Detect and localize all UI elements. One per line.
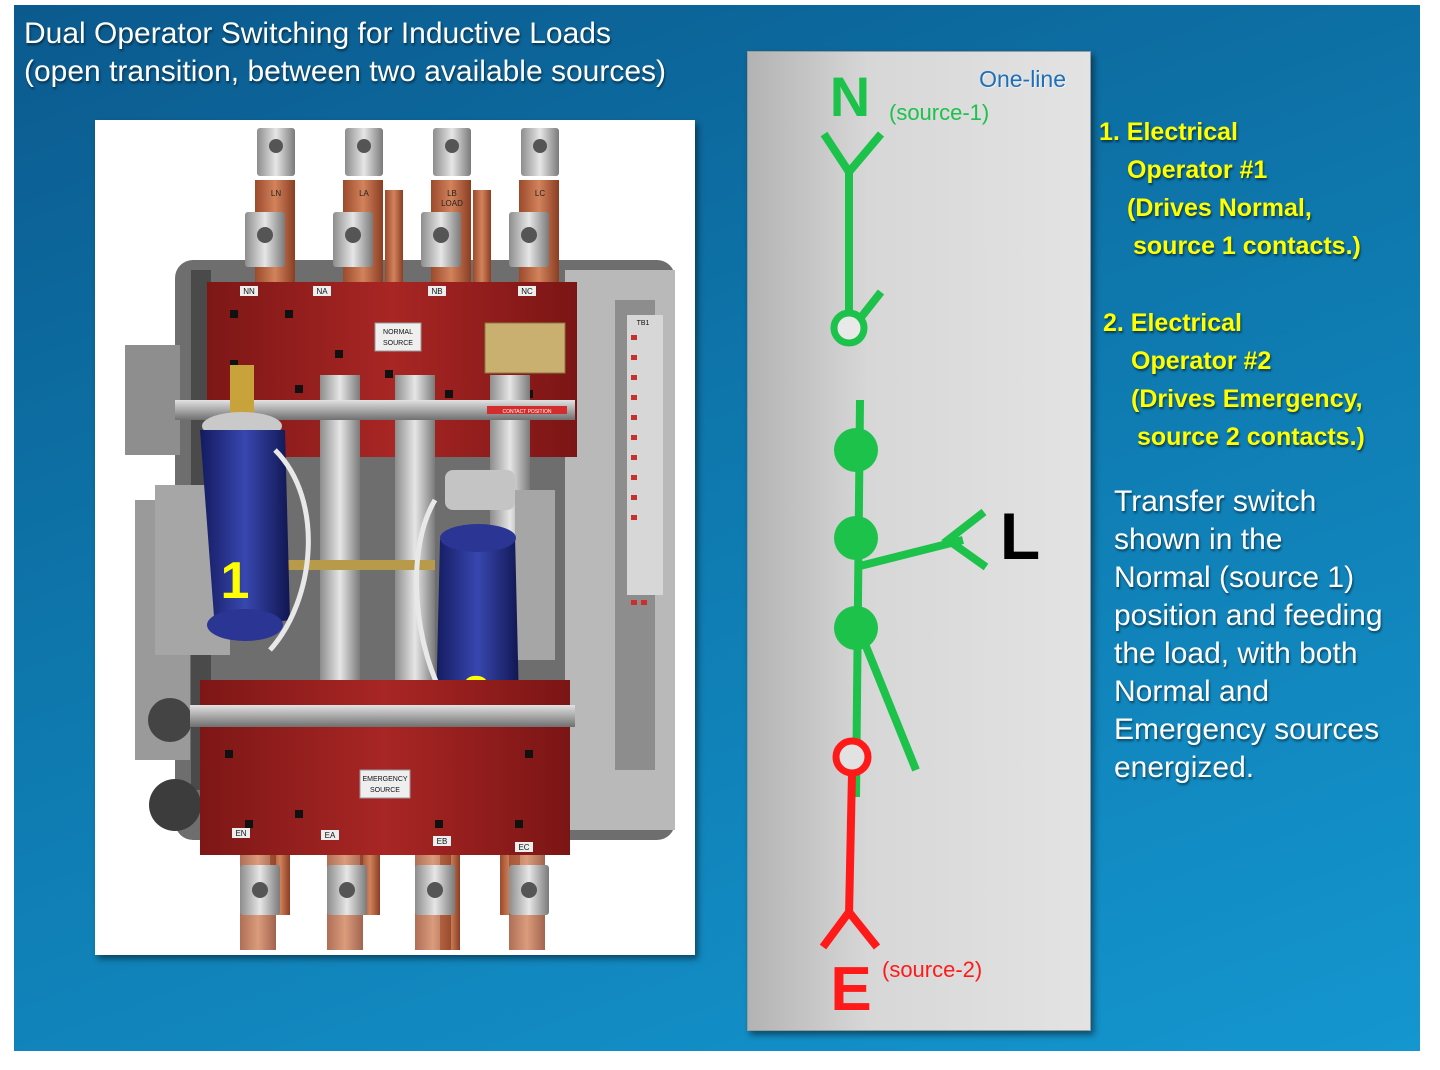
operator-2-description: 2. Electrical Operator #2 (Drives Emerge… bbox=[1103, 304, 1365, 456]
transfer-switch-illustration: LN LA LB LOAD LC NN NA NB NC NORMAL bbox=[125, 128, 675, 950]
bus-label-load: LOAD bbox=[441, 199, 463, 208]
title-line-1: Dual Operator Switching for Inductive Lo… bbox=[24, 17, 611, 50]
top-lugs bbox=[245, 128, 559, 267]
slide: Dual Operator Switching for Inductive Lo… bbox=[14, 5, 1420, 1051]
description-line: Transfer switch bbox=[1114, 485, 1317, 518]
row-label-eb: EB bbox=[437, 837, 448, 846]
normal-source-open-terminal bbox=[830, 309, 868, 347]
row-label-nn: NN bbox=[243, 287, 255, 296]
source-1-caption: (source-1) bbox=[889, 100, 989, 125]
load-letter: L bbox=[1000, 499, 1040, 573]
operator-1-motor bbox=[200, 365, 290, 641]
source-1-letter: N bbox=[830, 65, 870, 128]
source-2-caption: (source-2) bbox=[882, 957, 982, 982]
bus-label-la: LA bbox=[359, 189, 369, 198]
description-line: Normal and bbox=[1114, 675, 1270, 708]
emergency-plate-line2: SOURCE bbox=[370, 787, 400, 794]
operator-1-label: 1 bbox=[221, 552, 250, 610]
bus-label-ln: LN bbox=[271, 189, 281, 198]
operator-2-line2: Operator #2 bbox=[1131, 347, 1272, 375]
emergency-source-open-terminal bbox=[832, 737, 872, 777]
emergency-plate-line1: EMERGENCY bbox=[362, 776, 407, 783]
operator-1-line3: (Drives Normal, bbox=[1127, 194, 1312, 222]
emergency-source-line bbox=[819, 772, 881, 950]
bottom-bus-bars bbox=[240, 855, 549, 950]
source-2-letter: E bbox=[830, 955, 871, 1024]
description-line: shown in the bbox=[1114, 523, 1283, 556]
row-label-nc: NC bbox=[521, 287, 533, 296]
row-label-ea: EA bbox=[325, 831, 336, 840]
row-label-nb: NB bbox=[431, 287, 442, 296]
description-line: the load, with both bbox=[1114, 637, 1358, 670]
bus-label-lb: LB bbox=[447, 189, 457, 198]
terminal-block-label: TB1 bbox=[637, 320, 650, 327]
one-line-diagram: N (source-1) L bbox=[819, 65, 1040, 1024]
operator-1-description: 1. Electrical Operator #1 (Drives Normal… bbox=[1099, 113, 1365, 265]
bus-label-lc: LC bbox=[535, 189, 545, 198]
row-label-ec: EC bbox=[518, 843, 529, 852]
slide-title: Dual Operator Switching for Inductive Lo… bbox=[24, 15, 666, 91]
operator-2-line4: source 2 contacts.) bbox=[1137, 423, 1365, 451]
load-junction-dot bbox=[834, 516, 878, 560]
operator-descriptions: 1. Electrical Operator #1 (Drives Normal… bbox=[1099, 113, 1365, 456]
transfer-switch-description: Transfer switch shown in the Normal (sou… bbox=[1114, 483, 1414, 787]
description-line: Emergency sources bbox=[1114, 713, 1380, 746]
operator-1-line1: 1. Electrical bbox=[1099, 118, 1238, 146]
description-line: position and feeding bbox=[1114, 599, 1383, 632]
one-line-label: One-line bbox=[979, 66, 1066, 92]
row-label-en: EN bbox=[235, 829, 246, 838]
row-label-na: NA bbox=[316, 287, 328, 296]
contact-position-label: CONTACT POSITION bbox=[503, 409, 552, 415]
operator-2-line1: 2. Electrical bbox=[1103, 309, 1242, 337]
transfer-switch-photo: LN LA LB LOAD LC NN NA NB NC NORMAL bbox=[95, 120, 695, 955]
normal-plate-line1: NORMAL bbox=[383, 329, 413, 336]
description-line: Normal (source 1) bbox=[1114, 561, 1355, 594]
operator-2-line3: (Drives Emergency, bbox=[1131, 385, 1363, 413]
emergency-contact-dot bbox=[834, 606, 878, 650]
title-line-2: (open transition, between two available … bbox=[24, 55, 667, 88]
operator-1-line4: source 1 contacts.) bbox=[1133, 232, 1361, 260]
description-line: energized. bbox=[1114, 751, 1255, 784]
operator-1-line2: Operator #1 bbox=[1127, 156, 1268, 184]
normal-contact-dot bbox=[834, 428, 878, 472]
normal-plate-line2: SOURCE bbox=[383, 340, 413, 347]
one-line-diagram-panel: One-line N (source-1) L bbox=[747, 51, 1091, 1031]
